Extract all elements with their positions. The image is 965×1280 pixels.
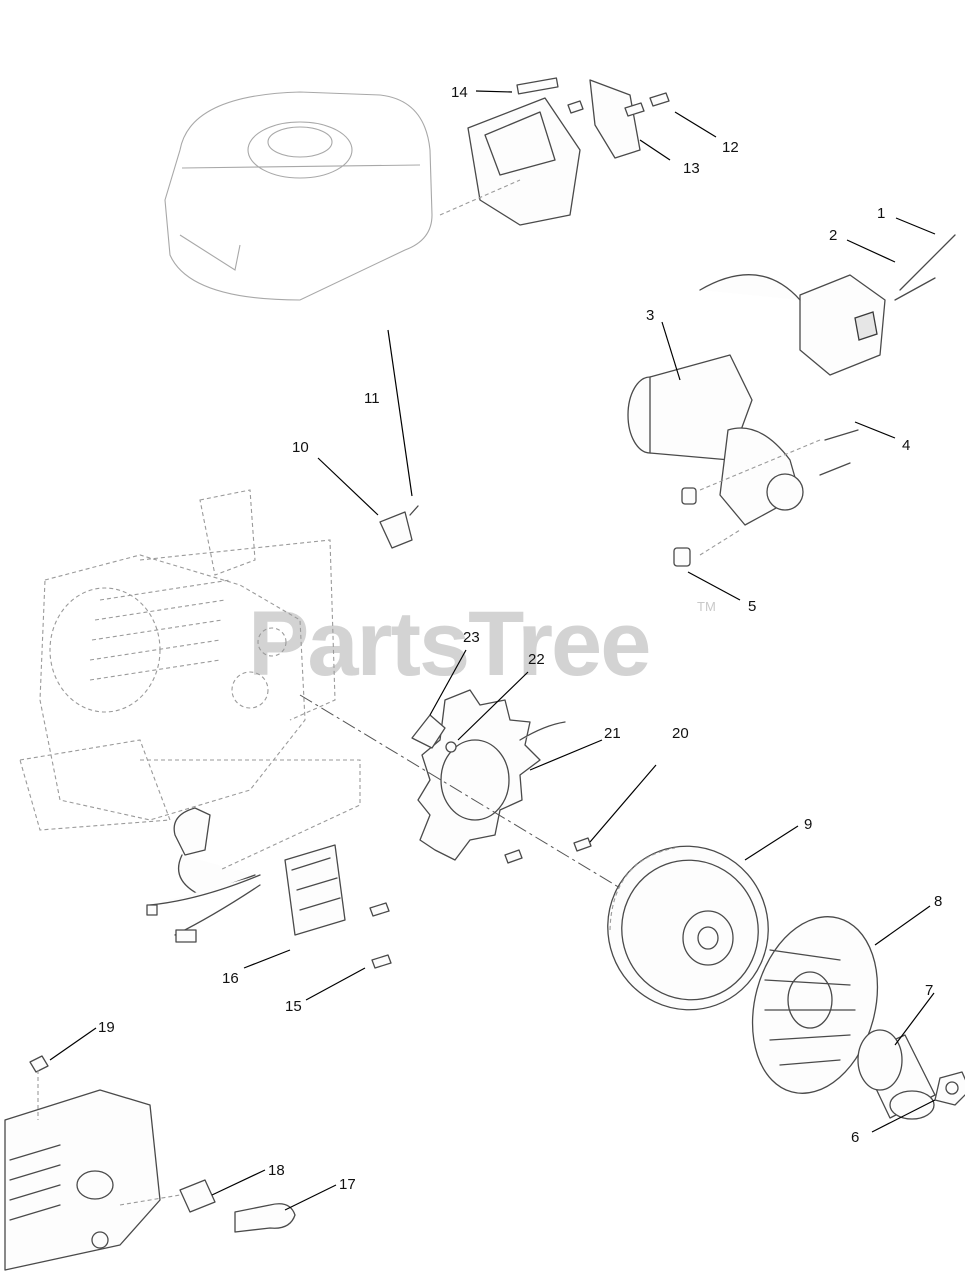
throttle-bracket [439, 77, 670, 226]
callout-1: 1 [877, 205, 885, 222]
callout-20: 20 [672, 725, 689, 742]
callout-2: 2 [829, 227, 837, 244]
callout-11: 11 [364, 390, 380, 407]
cooling-fan [751, 916, 879, 1094]
callout-10: 10 [292, 439, 309, 456]
callout-9: 9 [804, 816, 812, 833]
callout-7: 7 [925, 982, 933, 999]
starter-cup [857, 1029, 936, 1120]
ignition-coil [140, 759, 392, 969]
callout-21: 21 [604, 725, 621, 742]
callout-4: 4 [902, 437, 910, 454]
control-panel [4, 1055, 296, 1271]
watermark-text: PartsTree [248, 593, 649, 695]
flywheel-nut [934, 1071, 965, 1106]
electric-starter-assembly [627, 234, 956, 567]
callout-16: 16 [222, 970, 239, 987]
engine-block-ghost [19, 489, 336, 831]
callout-6: 6 [851, 1129, 859, 1146]
callout-19: 19 [98, 1019, 115, 1036]
callout-5: 5 [748, 598, 756, 615]
callout-14: 14 [451, 84, 468, 101]
leader-lines [49, 90, 936, 1211]
callout-13: 13 [683, 160, 700, 177]
fuel-tank-ghost [164, 91, 433, 301]
callout-12: 12 [722, 139, 739, 156]
engine-sensor [379, 505, 419, 549]
callout-15: 15 [285, 998, 302, 1015]
callout-18: 18 [268, 1162, 285, 1179]
callout-23: 23 [463, 629, 480, 646]
callout-22: 22 [528, 651, 545, 668]
flywheel [607, 845, 769, 1011]
callout-17: 17 [339, 1176, 356, 1193]
callout-8: 8 [934, 893, 942, 910]
callout-3: 3 [646, 307, 654, 324]
alternator-stator [299, 689, 641, 901]
callout-labels: 1 2 3 4 5 6 7 8 9 10 11 12 13 14 15 16 1… [98, 84, 942, 1193]
watermark-trademark: TM [697, 599, 716, 614]
